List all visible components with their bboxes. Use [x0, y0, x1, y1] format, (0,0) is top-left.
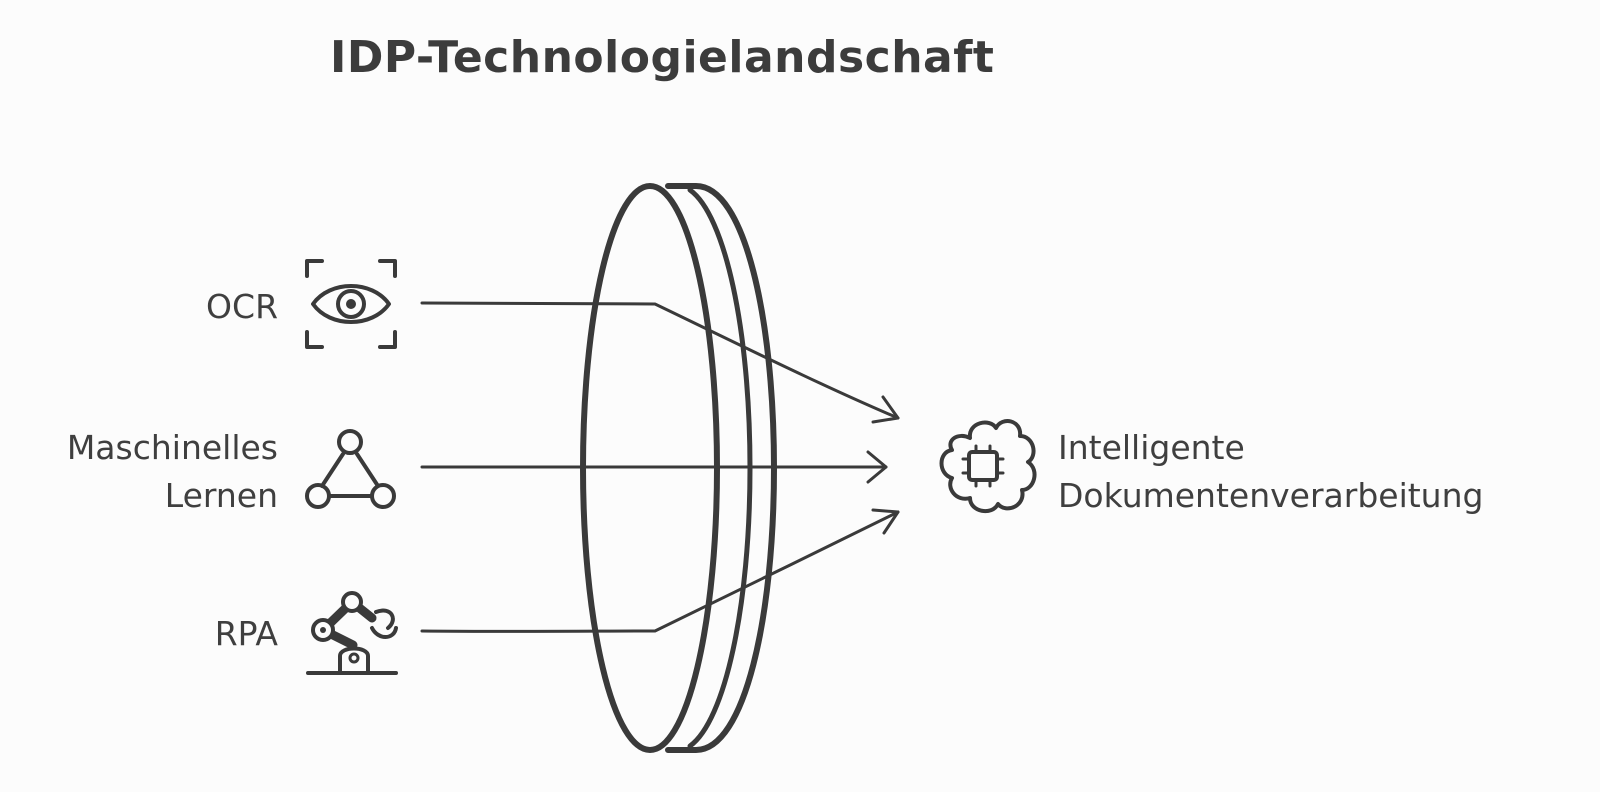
label-rpa: RPA: [214, 614, 278, 653]
label-output-line2: Dokumentenverarbeitung: [1058, 476, 1484, 515]
label-machine-learning-line1: Maschinelles: [66, 428, 278, 467]
label-machine-learning-line2: Lernen: [164, 476, 278, 515]
robot-arm-icon: [306, 591, 398, 675]
label-ocr: OCR: [206, 287, 278, 326]
network-triangle-icon: [305, 429, 396, 509]
connector-machine-learning: [420, 450, 888, 484]
connector-ocr: [420, 301, 900, 424]
connector-rpa: [420, 508, 900, 633]
diagram-title: IDP-Technologielandschaft: [330, 32, 995, 83]
ai-chip-brain-icon: [939, 419, 1037, 514]
label-output-line1: Intelligente: [1058, 428, 1245, 467]
scanning-eye-icon: [305, 259, 397, 349]
